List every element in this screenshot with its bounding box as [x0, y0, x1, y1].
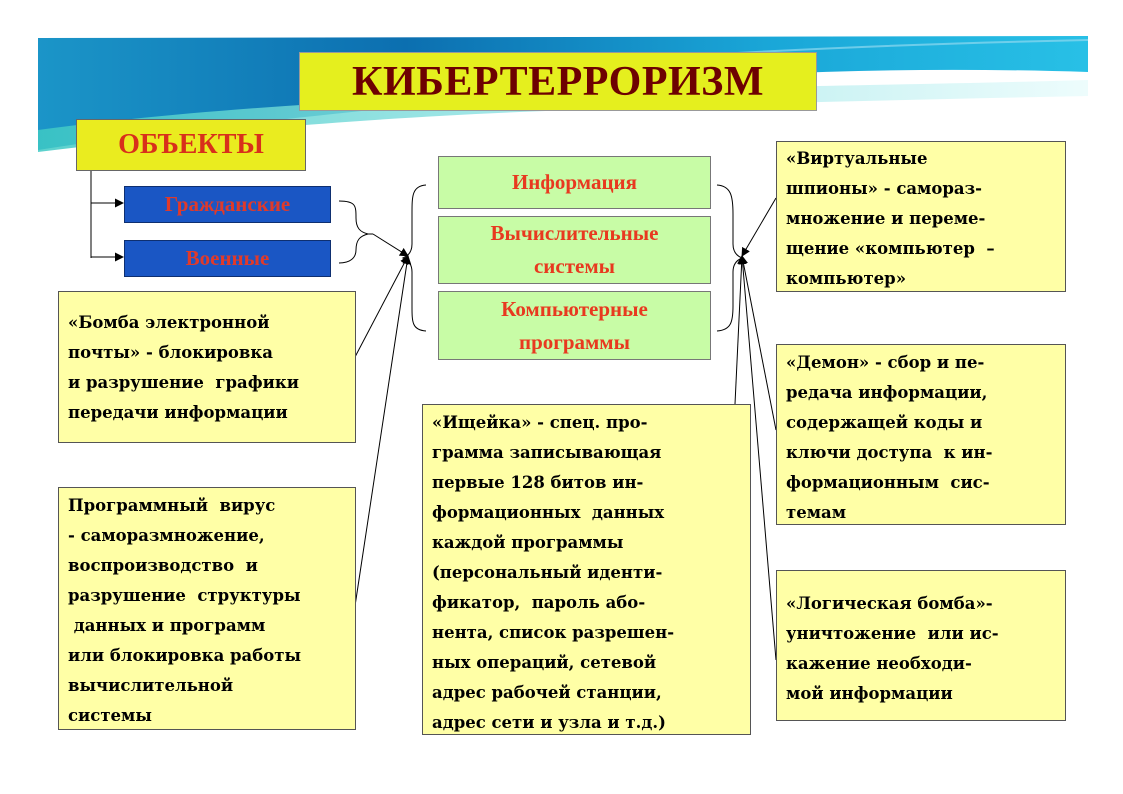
sniffer-line: нента, список разрешен-: [432, 623, 675, 642]
sniffer-line: ных операций, сетевой: [432, 653, 657, 672]
mail-bomb-line: и разрушение графики: [68, 373, 299, 392]
target-information-line: Информация: [511, 170, 638, 194]
right-target-bracket: [716, 184, 744, 332]
objects-label: ОБЪЕКТЫ: [118, 129, 264, 160]
sniffer-line: каждой программы: [432, 533, 624, 552]
daemon-line: «Демон» - сбор и пе-: [786, 353, 985, 372]
line-daemon: [739, 255, 777, 431]
virus-line: системы: [68, 706, 152, 725]
virus-line: Программный вирус: [68, 496, 276, 515]
daemon-line: редача информации,: [786, 383, 988, 402]
line-virus: [354, 255, 412, 607]
title-box: КИБЕРТЕРРОРИЗМ: [299, 52, 817, 111]
method-sniffer: «Ищейка» - спец. про- грамма записывающа…: [422, 404, 751, 735]
line-mail-bomb: [354, 255, 409, 358]
method-mail-bomb: «Бомба электронной почты» - блокировка и…: [58, 291, 356, 443]
logic-bomb-line: «Логическая бомба»-: [786, 594, 993, 613]
sniffer-line: грамма записывающая: [432, 443, 662, 462]
virus-line: - саморазмножение,: [68, 526, 265, 545]
spies-line: шпионы» - самораз-: [786, 179, 983, 198]
sniffer-line: первые 128 битов ин-: [432, 473, 644, 492]
logic-bomb-line: мой информации: [786, 684, 953, 703]
method-virtual-spies: «Виртуальные шпионы» - самораз- множение…: [776, 141, 1066, 292]
logic-bomb-line: уничтожение или ис-: [786, 624, 999, 643]
target-computer-programs: Компьютерные программы: [438, 291, 711, 360]
mail-bomb-line: почты» - блокировка: [68, 343, 273, 362]
sniffer-line: адрес сети и узла и т.д.): [432, 713, 666, 732]
target-information: Информация: [438, 156, 711, 209]
virus-line: воспроизводство и: [68, 556, 258, 575]
daemon-line: темам: [786, 503, 847, 522]
sniffer-line: фикатор, пароль або-: [432, 593, 646, 612]
banner-wave-light: [38, 80, 1088, 152]
method-virus: Программный вирус - саморазмножение, вос…: [58, 487, 356, 730]
object-civil: Гражданские: [124, 186, 331, 223]
mail-bomb-line: передачи информации: [68, 403, 288, 422]
method-daemon: «Демон» - сбор и пе- редача информации, …: [776, 344, 1066, 525]
spies-line: щение «компьютер –: [786, 239, 995, 258]
sniffer-line: (персональный иденти-: [432, 563, 663, 582]
target-computing-line-1: Вычислительные: [490, 221, 659, 245]
sniffer-line: адрес рабочей станции,: [432, 683, 662, 702]
object-military: Военные: [124, 240, 331, 277]
arrow-bracket-pair: [372, 233, 409, 257]
target-computing-systems: Вычислительные системы: [438, 216, 711, 284]
daemon-line: содержащей коды и: [786, 413, 983, 432]
virus-line: вычислительной: [68, 676, 234, 695]
method-logic-bomb: «Логическая бомба»- уничтожение или ис- …: [776, 570, 1066, 721]
virus-line: данных и программ: [68, 616, 266, 635]
spies-line: компьютер»: [786, 269, 907, 288]
spies-line: «Виртуальные: [786, 149, 928, 168]
sniffer-line: «Ищейка» - спец. про-: [432, 413, 648, 432]
line-logic-bomb: [738, 255, 777, 661]
target-programs-line-1: Компьютерные: [501, 296, 648, 321]
spies-line: множение и переме-: [786, 209, 986, 228]
logic-bomb-line: кажение необходи-: [786, 654, 972, 673]
line-sniffer: [734, 255, 747, 405]
objects-header: ОБЪЕКТЫ: [76, 119, 306, 171]
virus-line: разрушение структуры: [68, 586, 301, 605]
line-spies: [741, 197, 777, 257]
daemon-line: формационным сис-: [786, 473, 990, 492]
target-programs-line-2: программы: [519, 329, 630, 354]
mail-bomb-line: «Бомба электронной: [68, 313, 270, 332]
page-title: КИБЕРТЕРРОРИЗМ: [352, 58, 764, 105]
small-bracket: [338, 200, 369, 264]
sniffer-line: формационных данных: [432, 503, 665, 522]
target-computing-line-2: системы: [533, 254, 616, 278]
daemon-line: ключи доступа к ин-: [786, 443, 993, 462]
virus-line: или блокировка работы: [68, 646, 302, 665]
